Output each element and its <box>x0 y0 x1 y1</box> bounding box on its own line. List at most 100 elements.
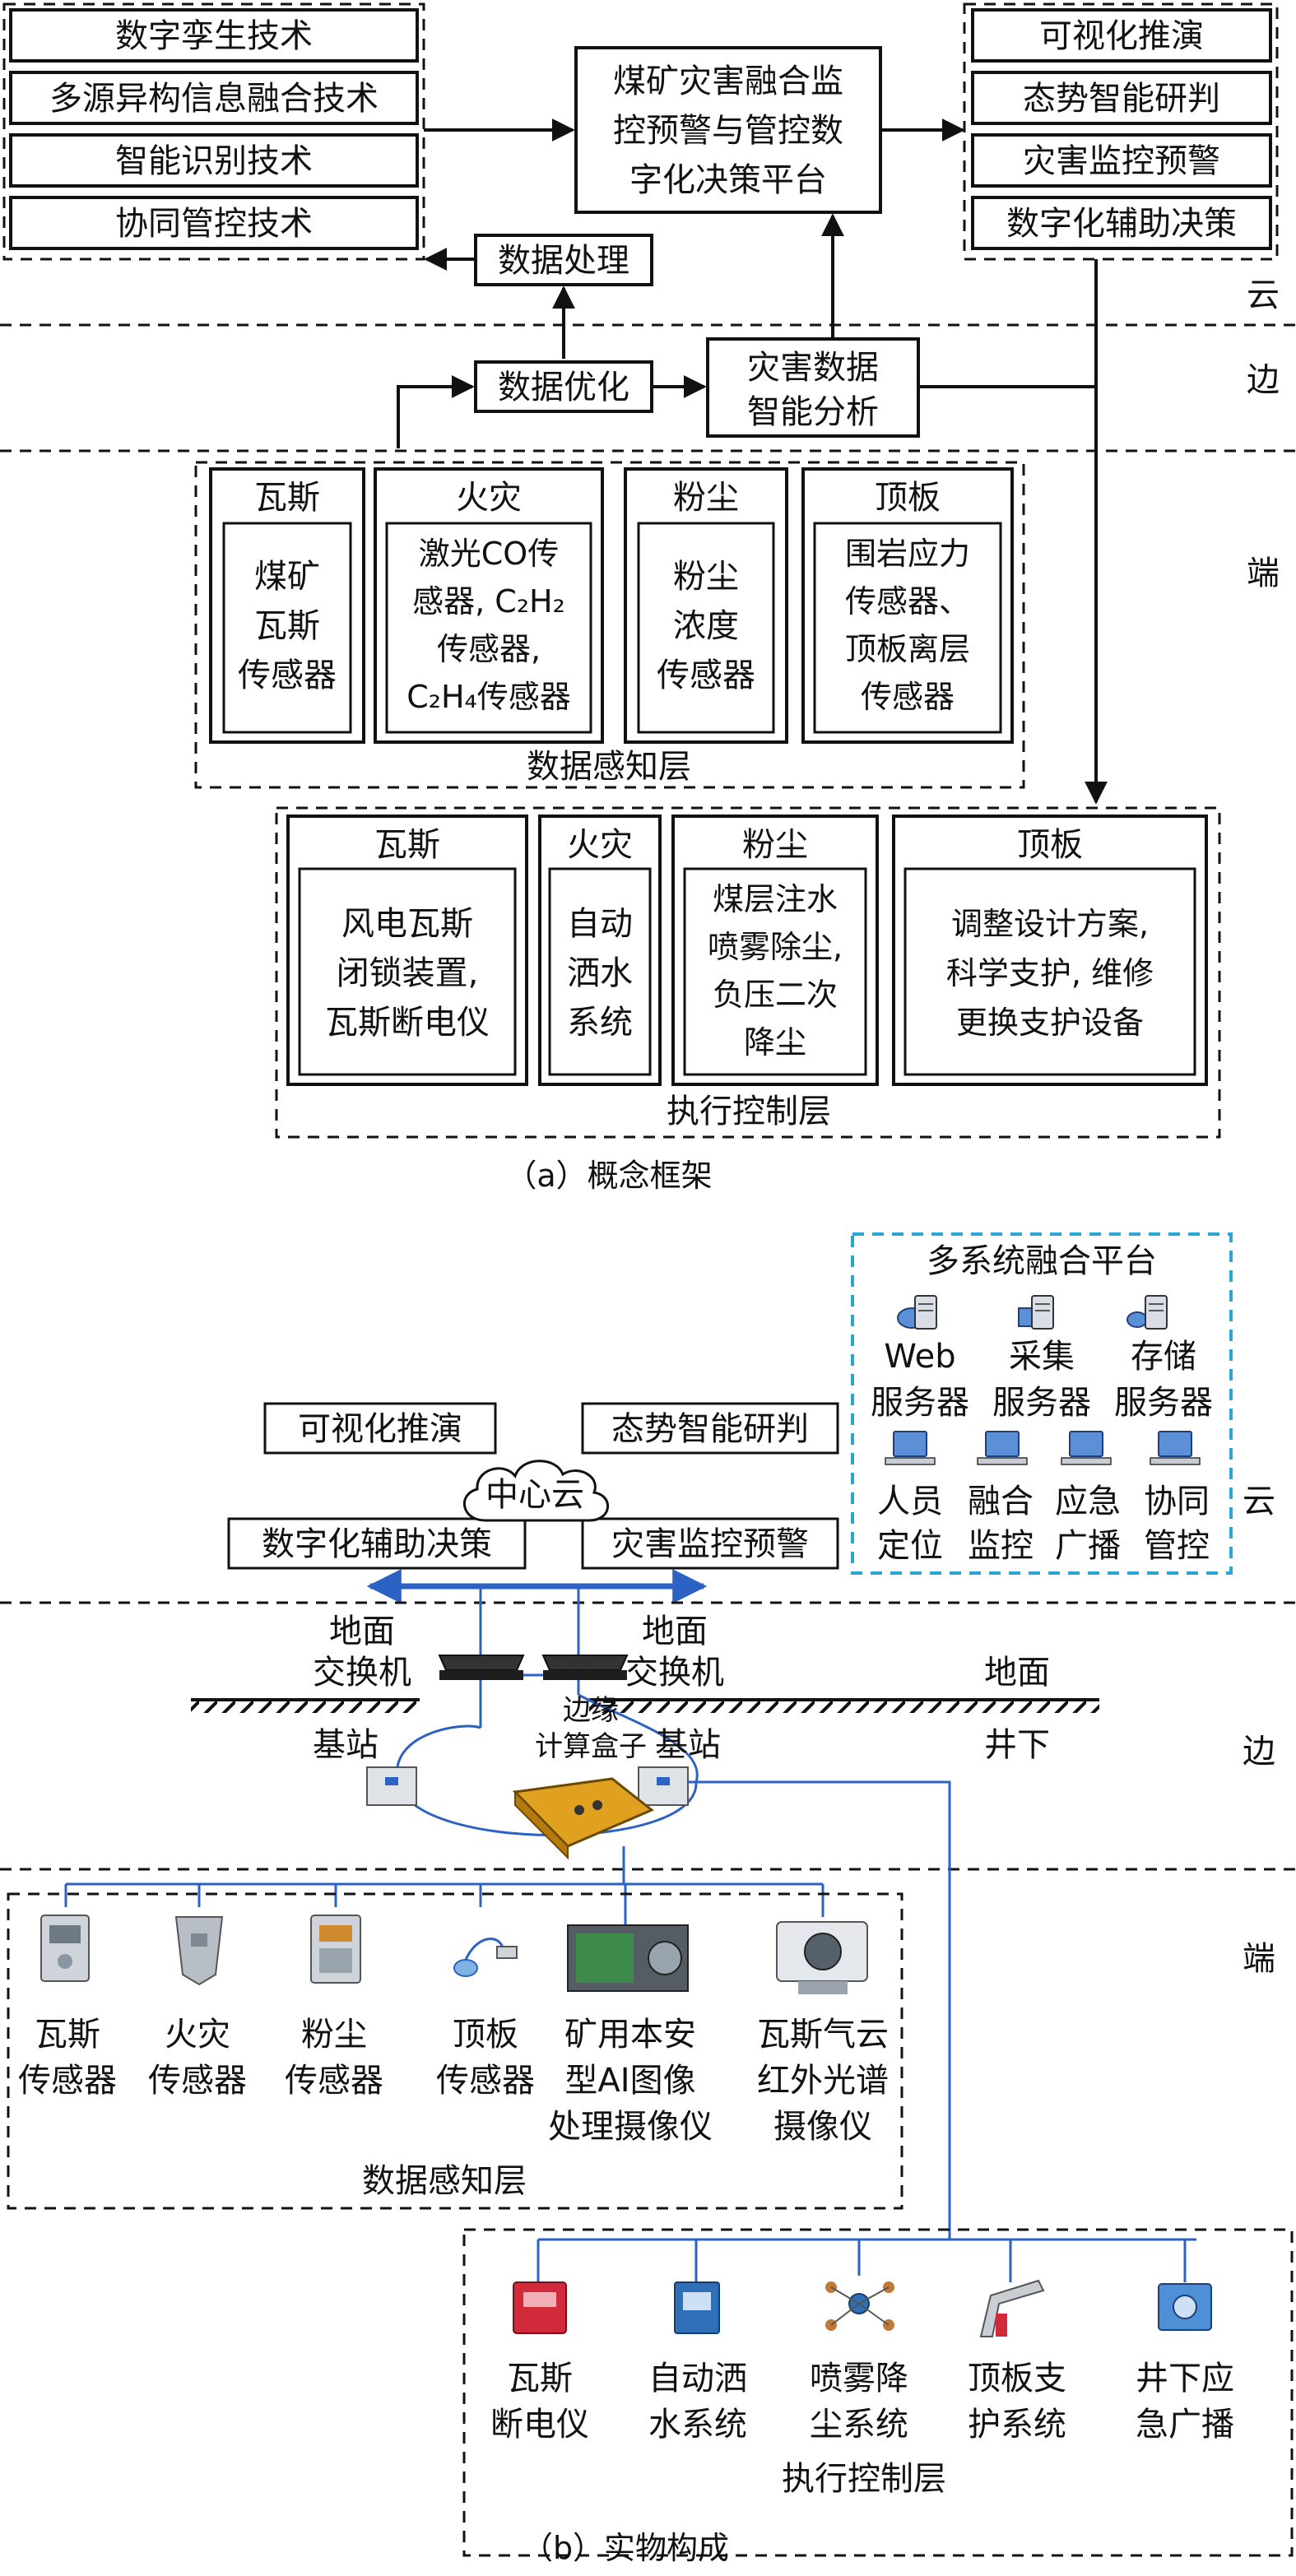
sensor-ir-line2: 红外光谱 <box>757 2062 889 2100</box>
fusion-monitor-icon <box>977 1431 1028 1465</box>
svg-text:闭锁装置,: 闭锁装置, <box>337 954 479 992</box>
server-web-line1: Web <box>884 1338 955 1376</box>
sensor-ai-line3: 处理摄像仪 <box>548 2108 713 2146</box>
output-box-4: 数字化辅助决策 <box>971 196 1272 250</box>
svg-text:瓦斯: 瓦斯 <box>254 607 320 645</box>
svg-text:煤层注水: 煤层注水 <box>713 881 838 917</box>
caption-a: （a）概念框架 <box>505 1158 712 1194</box>
control-group-fire: 火灾 自动 洒水 系统 <box>538 815 662 1086</box>
sprinkler-system-icon <box>674 2281 720 2334</box>
disaster-analysis-box: 灾害数据 智能分析 <box>706 337 920 438</box>
layer-label-end-b: 端 <box>1243 1940 1275 1978</box>
dust-sensor-icon <box>310 1915 361 1984</box>
svg-text:字化决策平台: 字化决策平台 <box>629 161 827 199</box>
svg-text:态势智能研判: 态势智能研判 <box>1023 80 1220 118</box>
switch-left-line1: 地面 <box>329 1613 395 1650</box>
spray-dust-system-icon <box>825 2281 894 2331</box>
perception-layer-label-b: 数据感知层 <box>362 2162 527 2200</box>
fusion-platform-frame <box>851 1232 1233 1575</box>
svg-text:传感器、: 传感器、 <box>845 583 970 620</box>
svg-text:顶板: 顶板 <box>1017 826 1083 864</box>
control-sprinkler-line2: 水系统 <box>648 2406 747 2444</box>
svg-text:感器, C₂H₂: 感器, C₂H₂ <box>412 583 565 620</box>
base-station-right-label: 基站 <box>655 1726 721 1764</box>
ring-right <box>578 1693 699 1783</box>
svg-text:顶板: 顶板 <box>875 479 941 517</box>
svg-text:多源异构信息融合技术: 多源异构信息融合技术 <box>49 80 379 118</box>
svg-text:态势智能研判: 态势智能研判 <box>611 1410 809 1448</box>
central-cloud-label: 中心云 <box>485 1476 584 1514</box>
svg-text:协同管控技术: 协同管控技术 <box>115 205 313 243</box>
gas-sensor-icon <box>40 1915 90 1982</box>
sensor-ai-line1: 矿用本安 <box>564 2016 696 2054</box>
platform-box: 煤矿灾害融合监 控预警与管控数 字化决策平台 <box>574 46 882 214</box>
svg-text:智能识别技术: 智能识别技术 <box>115 142 313 180</box>
sensor-gas-line2: 传感器 <box>18 2062 117 2100</box>
ai-camera-icon <box>567 1924 689 1992</box>
sensor-roof-line1: 顶板 <box>453 2016 518 2054</box>
svg-text:喷雾除尘,: 喷雾除尘, <box>708 929 843 965</box>
perception-group-dust: 粉尘 粉尘 浓度 传感器 <box>624 467 788 744</box>
box-situation-judgment: 态势智能研判 <box>581 1402 839 1455</box>
svg-text:煤矿: 煤矿 <box>254 558 320 596</box>
data-processing-box: 数据处理 <box>474 234 653 286</box>
central-cloud-icon: 中心云 <box>463 1460 609 1522</box>
output-group-frame <box>963 2 1279 261</box>
tech-box-2: 多源异构信息融合技术 <box>9 71 419 125</box>
control-layer-label-a: 执行控制层 <box>667 1093 831 1130</box>
sensor-ir-line3: 摄像仪 <box>773 2108 872 2146</box>
caption-b: （b）实物构成 <box>522 2530 729 2566</box>
svg-text:传感器,: 传感器, <box>437 631 541 667</box>
svg-text:传感器: 传感器 <box>238 657 337 694</box>
control-spray-line1: 喷雾降 <box>810 2360 908 2397</box>
sensor-ai-line2: 型AI图像 <box>564 2062 695 2100</box>
system-cooperate-line1: 协同 <box>1144 1483 1210 1520</box>
switch-left-line2: 交换机 <box>313 1654 411 1692</box>
system-personnel-line2: 定位 <box>877 1527 943 1565</box>
svg-text:控预警与管控数: 控预警与管控数 <box>613 112 843 150</box>
output-box-1: 可视化推演 <box>971 8 1272 63</box>
control-layer-label-b: 执行控制层 <box>782 2460 946 2498</box>
underground-broadcast-icon <box>1158 2283 1212 2331</box>
svg-text:负压二次: 负压二次 <box>713 977 838 1013</box>
layer-label-cloud-a: 云 <box>1247 276 1280 314</box>
control-gas-line2: 断电仪 <box>490 2406 589 2444</box>
sensor-fire-line2: 传感器 <box>148 2062 247 2100</box>
control-broadcast-line2: 急广播 <box>1136 2406 1234 2444</box>
sensor-ir-line1: 瓦斯气云 <box>757 2016 889 2054</box>
sensor-fire-line1: 火灾 <box>165 2016 230 2054</box>
arrow-sensors-to-optimization <box>397 375 475 448</box>
server-web-line2: 服务器 <box>871 1384 969 1422</box>
roof-sensor-icon <box>453 1938 518 1977</box>
web-server-icon <box>897 1295 937 1330</box>
sensor-dust-line1: 粉尘 <box>301 2016 367 2054</box>
switch-left-icon <box>438 1655 525 1680</box>
underground-label: 井下 <box>984 1726 1050 1764</box>
tech-box-4: 协同管控技术 <box>9 196 419 250</box>
system-monitor-line2: 监控 <box>968 1527 1034 1565</box>
roof-support-system-icon <box>979 2279 1045 2337</box>
system-personnel-line1: 人员 <box>877 1483 943 1520</box>
server-collect-line1: 采集 <box>1009 1338 1075 1376</box>
box-digital-decision: 数字化辅助决策 <box>227 1517 527 1570</box>
sensor-dust-line2: 传感器 <box>285 2062 383 2100</box>
perception-group-gas: 瓦斯 煤矿 瓦斯 传感器 <box>209 467 365 744</box>
control-roof-line2: 护系统 <box>968 2406 1066 2444</box>
svg-text:传感器: 传感器 <box>861 679 955 715</box>
base-station-left-label: 基站 <box>313 1726 379 1764</box>
svg-text:智能分析: 智能分析 <box>747 393 879 431</box>
ground-hatch-right <box>589 1700 1099 1713</box>
control-gas-line1: 瓦斯 <box>507 2360 573 2397</box>
server-storage-line2: 服务器 <box>1114 1384 1213 1422</box>
svg-text:自动: 自动 <box>567 905 633 943</box>
switch-right-icon <box>541 1655 629 1680</box>
svg-text:更换支护设备: 更换支护设备 <box>956 1005 1144 1041</box>
svg-text:降尘: 降尘 <box>744 1024 806 1061</box>
base-station-right-icon <box>638 1766 689 1806</box>
svg-text:火灾: 火灾 <box>567 826 633 864</box>
emergency-broadcast-icon <box>1061 1431 1112 1465</box>
svg-text:数据优化: 数据优化 <box>498 369 629 406</box>
gas-cutoff-icon <box>513 2281 567 2334</box>
svg-text:灾害监控预警: 灾害监控预警 <box>1023 142 1220 180</box>
